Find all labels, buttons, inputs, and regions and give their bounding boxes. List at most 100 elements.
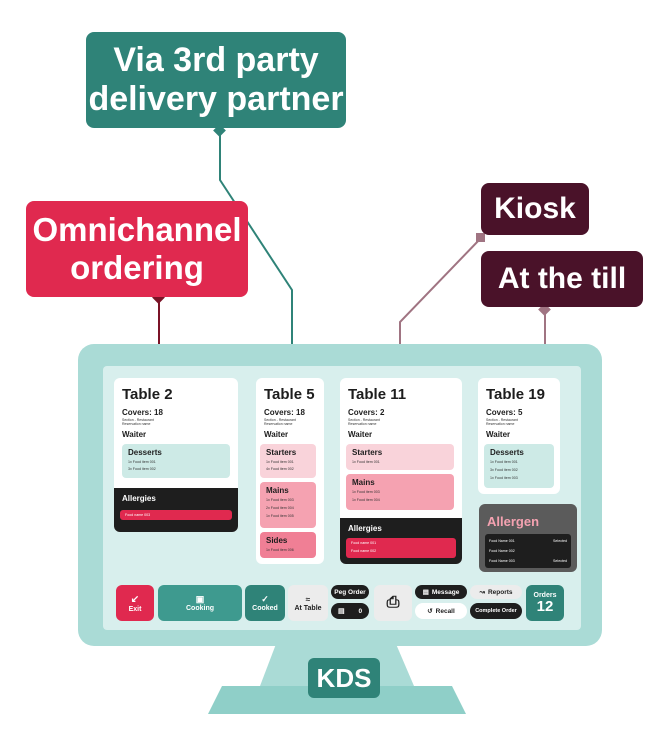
waiter-label: Waiter [264, 430, 289, 439]
at-table-button[interactable]: ≈ At Table [288, 585, 328, 621]
peg-order-label: Peg Order [334, 588, 366, 596]
delivery-callout-text: Via 3rd party delivery partner [88, 40, 344, 118]
at-table-label: At Table [294, 604, 322, 612]
allergy-item: Food name 003 [120, 510, 232, 520]
complete-order-label: Complete Order [475, 608, 517, 614]
order-card-table-5[interactable]: Table 5 Covers: 18 Section - Restaurant … [256, 378, 324, 564]
covers-count: Covers: 18 [264, 408, 305, 417]
allergy-item: Food name 002 [351, 549, 377, 553]
complete-order-button[interactable]: Complete Order [470, 603, 522, 619]
food-item: 1x Food item 006 [266, 548, 294, 552]
orders-count: 12 [536, 597, 554, 615]
allergies-panel: Allergies Food name 001 Food name 002 [340, 518, 462, 564]
reservation-text: Reservation name [348, 422, 377, 426]
kiosk-callout-text: Kiosk [494, 191, 576, 225]
section-text: Section - Restaurant [122, 418, 154, 422]
till-callout-text: At the till [497, 261, 627, 295]
cooked-label: Cooked [252, 605, 278, 612]
peg-count-badge[interactable]: ▤ 0 [331, 603, 369, 619]
cooking-pot-icon: ▣ [195, 594, 205, 604]
reservation-text: Reservation name [264, 422, 293, 426]
food-item: 1x Food item 005 [266, 514, 294, 518]
allergen-row[interactable]: Food Name 001 Selected [489, 536, 567, 546]
delivery-callout: Via 3rd party delivery partner [86, 32, 346, 128]
exit-button[interactable]: ↙ Exit [116, 585, 154, 621]
allergies-title: Allergies [122, 494, 156, 503]
order-card-table-19[interactable]: Table 19 Covers: 5 Section - Restaurant … [478, 378, 560, 494]
kds-label: KDS [308, 658, 380, 698]
checkmark-icon: ✓ [261, 594, 269, 604]
message-button[interactable]: ▤ Message [415, 585, 467, 599]
covers-count: Covers: 18 [122, 408, 163, 417]
wifi-signal-icon: ≈ [305, 594, 311, 604]
table-name: Table 5 [264, 386, 315, 403]
food-item: 1x Food item 001 [490, 460, 518, 464]
allergen-name: Food Name 001 [489, 539, 515, 543]
allergen-name: Food Name 002 [489, 549, 515, 553]
table-name: Table 2 [122, 386, 173, 403]
orders-label: Orders [533, 591, 557, 599]
food-item: 2x Food item 004 [266, 506, 294, 510]
section-title: Desserts [490, 448, 524, 457]
allergen-title: Allergen [487, 514, 540, 529]
cooking-label: Cooking [186, 605, 214, 612]
peg-order-button[interactable]: Peg Order [331, 585, 369, 599]
allergy-items-box: Food name 001 Food name 002 [346, 538, 456, 558]
recall-button[interactable]: ↺ Recall [415, 603, 467, 619]
peg-count: 0 [358, 607, 363, 615]
allergen-row[interactable]: Food Name 003 Selected [489, 556, 567, 566]
section-text: Section - Restaurant [264, 418, 296, 422]
section-starters[interactable]: Starters 1x Food item 001 4x Food item 0… [260, 444, 316, 478]
waiter-label: Waiter [486, 430, 511, 439]
section-title: Starters [352, 448, 383, 457]
omnichannel-callout: Omnichannel ordering [26, 201, 248, 297]
food-item: 1x Food item 001 [266, 460, 294, 464]
cooking-button[interactable]: ▣ Cooking [158, 585, 242, 621]
order-card-table-2[interactable]: Table 2 Covers: 18 Section - Restaurant … [114, 378, 238, 532]
waiter-label: Waiter [122, 430, 147, 439]
section-text: Section - Restaurant [486, 418, 518, 422]
allergy-item: Food name 001 [351, 541, 377, 545]
section-desserts[interactable]: Desserts 1x Food item 001 3x Food item 0… [484, 444, 554, 488]
allergies-panel: Allergies Food name 003 [114, 488, 238, 532]
recall-label: Recall [435, 607, 455, 615]
section-desserts[interactable]: Desserts 1x Food item 001 3x Food item 0… [122, 444, 230, 478]
message-label: Message [431, 588, 460, 596]
food-item: 1x Food item 001 [128, 460, 156, 464]
section-title: Sides [266, 536, 288, 545]
covers-count: Covers: 2 [348, 408, 385, 417]
food-item: 1x Food item 001 [352, 460, 380, 464]
food-item: 1x Food item 004 [352, 498, 380, 502]
section-starters[interactable]: Starters 1x Food item 001 [346, 444, 454, 470]
exit-label: Exit [128, 605, 142, 613]
section-title: Mains [352, 478, 375, 487]
food-item: 1x Food item 003 [352, 490, 380, 494]
food-item: 4x Food item 002 [266, 467, 294, 471]
omnichannel-callout-text: Omnichannel ordering [32, 211, 242, 286]
print-button[interactable]: ⎙ [374, 585, 412, 621]
reports-button[interactable]: ↝ Reports [470, 585, 522, 599]
allergen-status: Selected [553, 559, 567, 563]
waiter-label: Waiter [348, 430, 373, 439]
printer-icon: ⎙ [386, 594, 400, 611]
kiosk-callout: Kiosk [481, 183, 589, 235]
section-sides[interactable]: Sides 1x Food item 006 [260, 532, 316, 558]
reports-label: Reports [487, 588, 513, 596]
reservation-text: Reservation name [122, 422, 151, 426]
reservation-text: Reservation name [486, 422, 515, 426]
food-item: 1x Food item 003 [266, 498, 294, 502]
section-mains[interactable]: Mains 1x Food item 003 2x Food item 004 … [260, 482, 316, 528]
allergen-status: Selected [553, 539, 567, 543]
cooked-button[interactable]: ✓ Cooked [245, 585, 285, 621]
section-title: Starters [266, 448, 297, 457]
allergen-row[interactable]: Food Name 002 [489, 546, 567, 556]
document-icon: ▤ [337, 608, 345, 615]
orders-counter[interactable]: Orders 12 [526, 585, 564, 621]
food-item: 3x Food item 002 [128, 467, 156, 471]
allergen-panel: Allergen Food Name 001 Selected Food Nam… [479, 504, 577, 572]
section-mains[interactable]: Mains 1x Food item 003 1x Food item 004 [346, 474, 454, 510]
section-title: Mains [266, 486, 289, 495]
order-card-table-11[interactable]: Table 11 Covers: 2 Section - Restaurant … [340, 378, 462, 564]
section-text: Section - Restaurant [348, 418, 380, 422]
recall-icon: ↺ [427, 608, 433, 615]
